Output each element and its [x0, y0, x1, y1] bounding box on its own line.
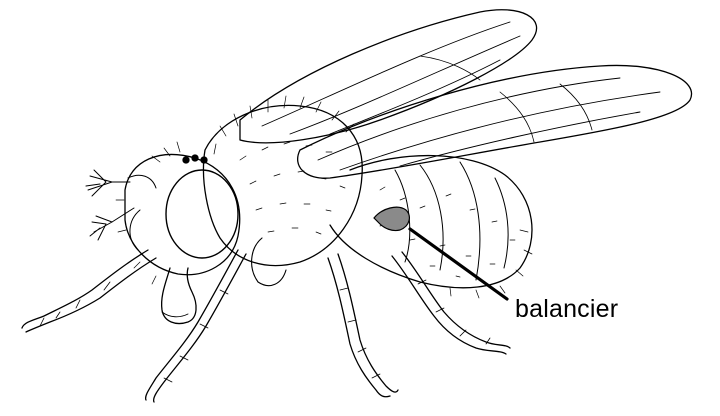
front-leg-right: [146, 250, 246, 402]
hind-leg: [392, 252, 510, 354]
lower-wing: [298, 65, 692, 178]
haltere-label: balancier: [515, 294, 618, 324]
haltere: [374, 207, 409, 230]
head: [125, 155, 240, 275]
bristles: [116, 96, 532, 298]
compound-eye: [166, 170, 238, 258]
upper-wing: [240, 10, 537, 143]
front-leg-left: [22, 250, 156, 332]
middle-leg: [328, 254, 398, 397]
proboscis: [162, 268, 196, 324]
abdomen: [330, 156, 532, 288]
